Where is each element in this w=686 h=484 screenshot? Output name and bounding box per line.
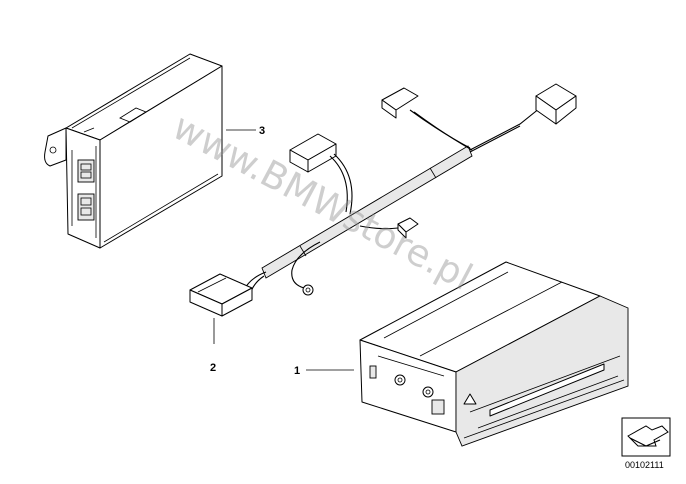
return-arrow-icon[interactable] (621, 417, 671, 457)
callout-label-3: 3 (259, 125, 265, 137)
part-1-head-unit (359, 261, 629, 447)
part-3-control-unit (44, 53, 223, 249)
callout-label-2: 2 (210, 362, 216, 374)
callout-label-1: 1 (294, 365, 300, 377)
diagram-id: 00102111 (625, 460, 664, 470)
part-2-wiring-harness (189, 83, 577, 317)
watermark: www.BMWstore.pl (166, 105, 479, 299)
